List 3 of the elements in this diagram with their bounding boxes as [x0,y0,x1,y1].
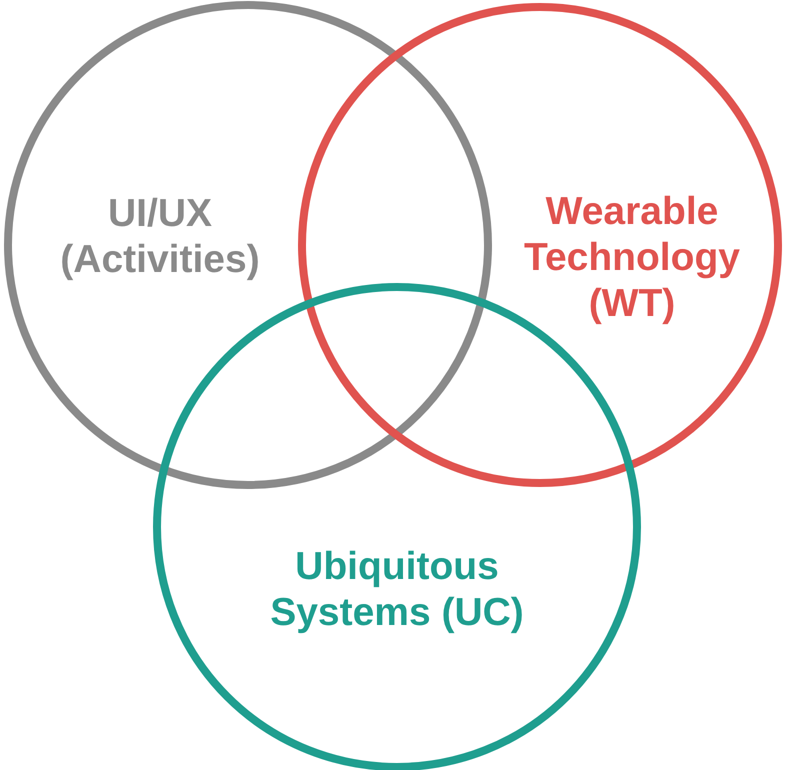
set-label: Wearable Technology (WT) [523,189,741,327]
set-label: UI/UX (Activities) [59,191,261,283]
set-label: Ubiquitous Systems (UC) [269,544,525,636]
